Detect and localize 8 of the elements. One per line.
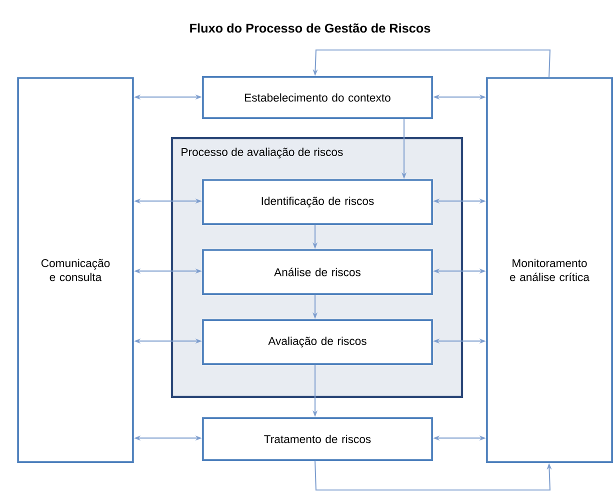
process-box: Estabelecimento do contexto	[202, 76, 433, 119]
process-box: Identificação de riscos	[202, 179, 433, 225]
process-box: Análise de riscos	[202, 249, 433, 295]
process-box: Comunicação e consulta	[17, 77, 134, 463]
process-box: Tratamento de riscos	[202, 417, 433, 461]
process-box: Avaliação de riscos	[202, 319, 433, 365]
title: Fluxo do Processo de Gestão de Riscos	[190, 23, 430, 33]
process-box: Monitoramento e análise crítica	[486, 77, 613, 463]
